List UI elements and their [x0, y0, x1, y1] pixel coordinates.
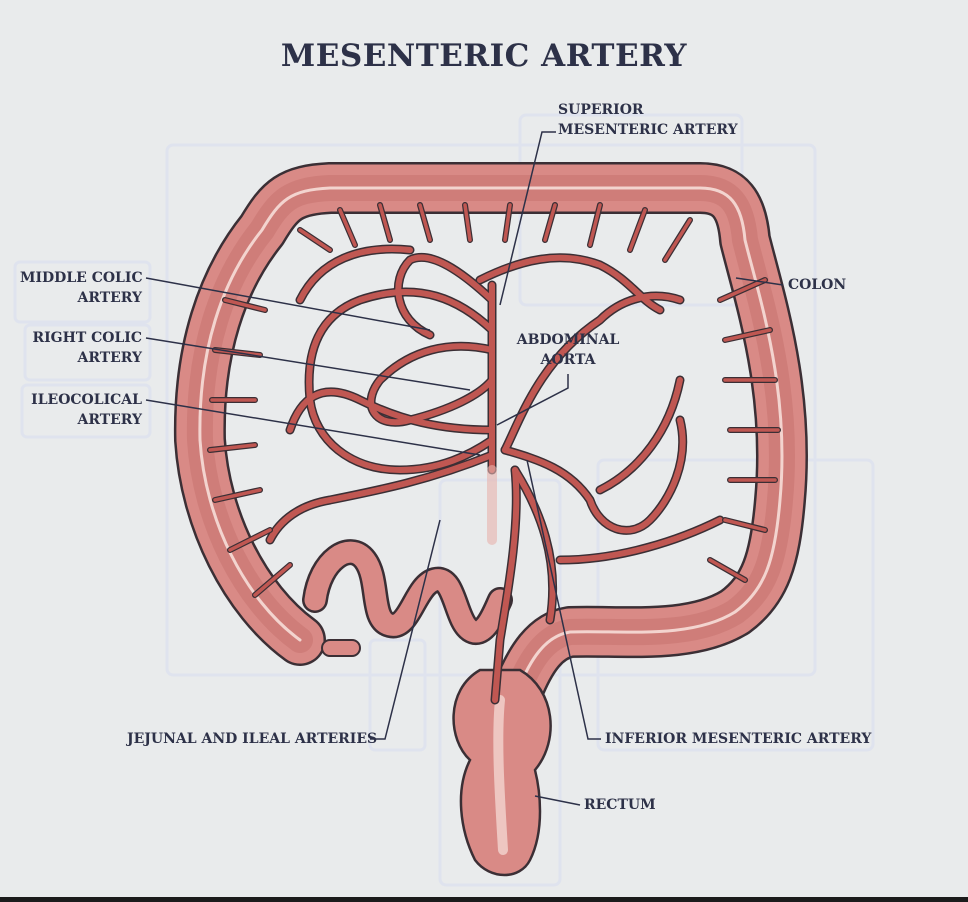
page-title: MESENTERIC ARTERY — [0, 38, 968, 74]
label-inferior-mesenteric-artery: INFERIOR MESENTERIC ARTERY — [605, 729, 871, 749]
label-line: AORTA — [508, 350, 628, 370]
rectum — [454, 670, 551, 875]
label-line: ARTERY — [20, 410, 142, 430]
label-line: ARTERY — [20, 348, 142, 368]
label-right-colic-artery: RIGHT COLIC ARTERY — [20, 328, 142, 368]
small-intestine-loops — [315, 552, 500, 632]
label-line: ABDOMINAL — [508, 330, 628, 350]
label-line: ILEOCOLICAL — [20, 390, 142, 410]
label-ileocolical-artery: ILEOCOLICAL ARTERY — [20, 390, 142, 430]
label-line: MESENTERIC ARTERY — [558, 120, 738, 140]
label-abdominal-aorta: ABDOMINAL AORTA — [508, 330, 628, 370]
label-superior-mesenteric-artery: SUPERIOR MESENTERIC ARTERY — [558, 100, 738, 140]
label-line: ARTERY — [20, 288, 142, 308]
label-jejunal-ileal-arteries: JEJUNAL AND ILEAL ARTERIES — [127, 729, 377, 749]
label-rectum: RECTUM — [584, 795, 656, 815]
bottom-edge-bar — [0, 897, 968, 902]
label-line: RIGHT COLIC — [20, 328, 142, 348]
label-middle-colic-artery: MIDDLE COLIC ARTERY — [20, 268, 142, 308]
label-line: MIDDLE COLIC — [20, 268, 142, 288]
label-colon: COLON — [788, 275, 846, 295]
label-line: SUPERIOR — [558, 100, 738, 120]
